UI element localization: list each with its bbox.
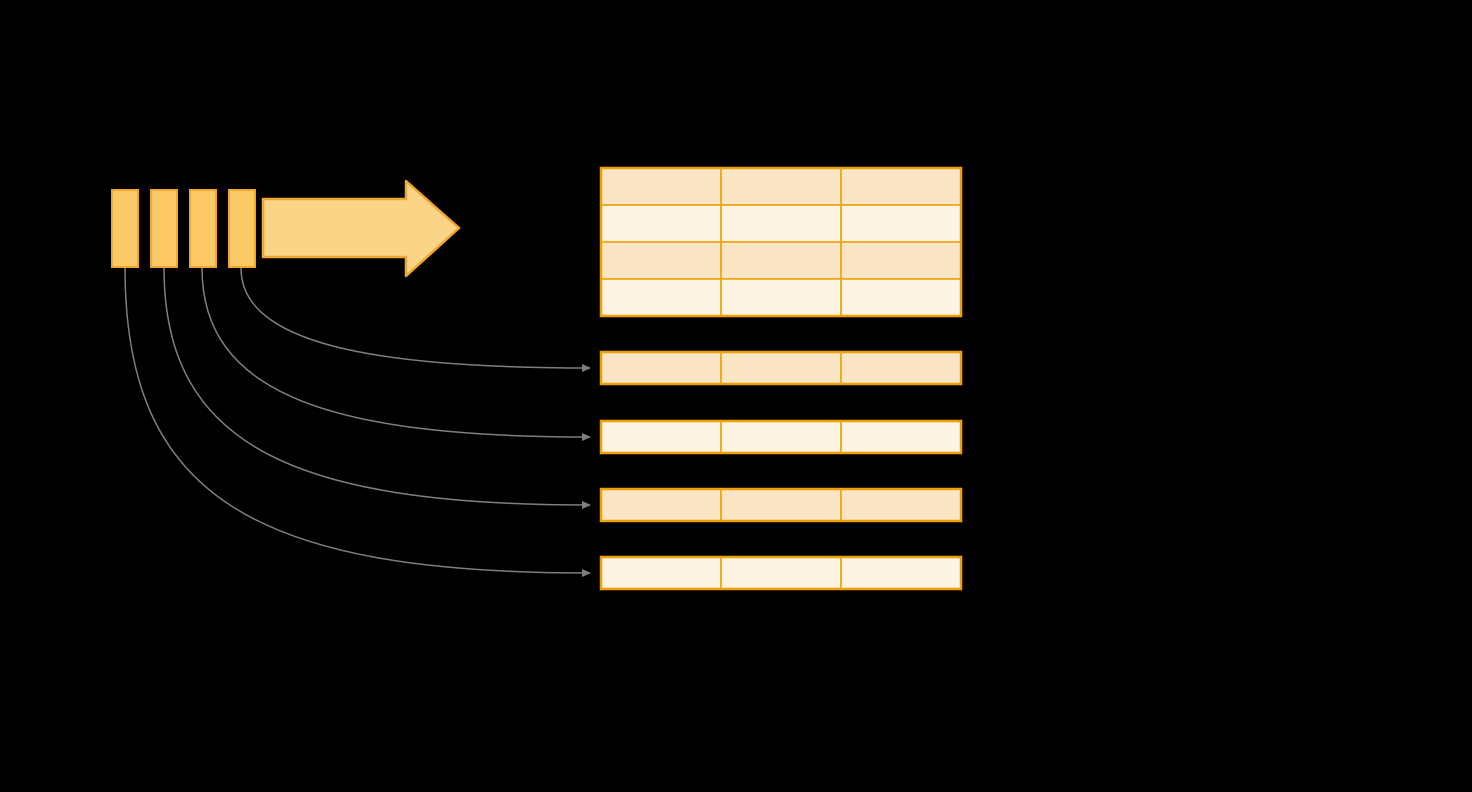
main-table (599, 166, 963, 318)
main-table-cell (720, 167, 842, 206)
connector-curve (163, 267, 591, 509)
row-table (599, 419, 963, 455)
connector-curve (124, 267, 591, 577)
row-table (599, 555, 963, 591)
flow-arrow (261, 179, 461, 278)
row-table-cell (720, 556, 842, 590)
row-table-border (599, 419, 963, 455)
main-table-border (599, 166, 963, 318)
row-table-cell (600, 488, 722, 522)
row-table-cell (840, 556, 962, 590)
main-table-cell (840, 204, 962, 243)
row-table-border (599, 555, 963, 591)
main-table-cell (600, 241, 722, 280)
row-table-cell (720, 420, 842, 454)
source-bar (150, 189, 178, 268)
source-bar (111, 189, 139, 268)
source-bars (111, 189, 256, 268)
main-table-cell (600, 278, 722, 317)
main-table-cell (840, 167, 962, 206)
row-table-cell (720, 351, 842, 385)
connector-curve (201, 267, 591, 441)
main-table-cell (720, 278, 842, 317)
main-table-cell (720, 241, 842, 280)
row-table (599, 487, 963, 523)
row-table-cell (840, 351, 962, 385)
main-table-cell (720, 204, 842, 243)
connector-curve (240, 267, 591, 372)
row-table (599, 350, 963, 386)
row-table-cell (600, 351, 722, 385)
row-table-border (599, 350, 963, 386)
row-table-border (599, 487, 963, 523)
source-bar (228, 189, 256, 268)
row-table-cell (600, 420, 722, 454)
main-table-cell (840, 278, 962, 317)
row-tables (599, 350, 963, 591)
main-table-cell (600, 167, 722, 206)
main-table-cell (840, 241, 962, 280)
main-table-cell (600, 204, 722, 243)
row-table-cell (600, 556, 722, 590)
row-table-cell (840, 488, 962, 522)
row-table-cell (720, 488, 842, 522)
source-bar (189, 189, 217, 268)
flow-arrow-icon (261, 179, 461, 278)
connector-arrows (124, 267, 591, 577)
row-table-cell (840, 420, 962, 454)
